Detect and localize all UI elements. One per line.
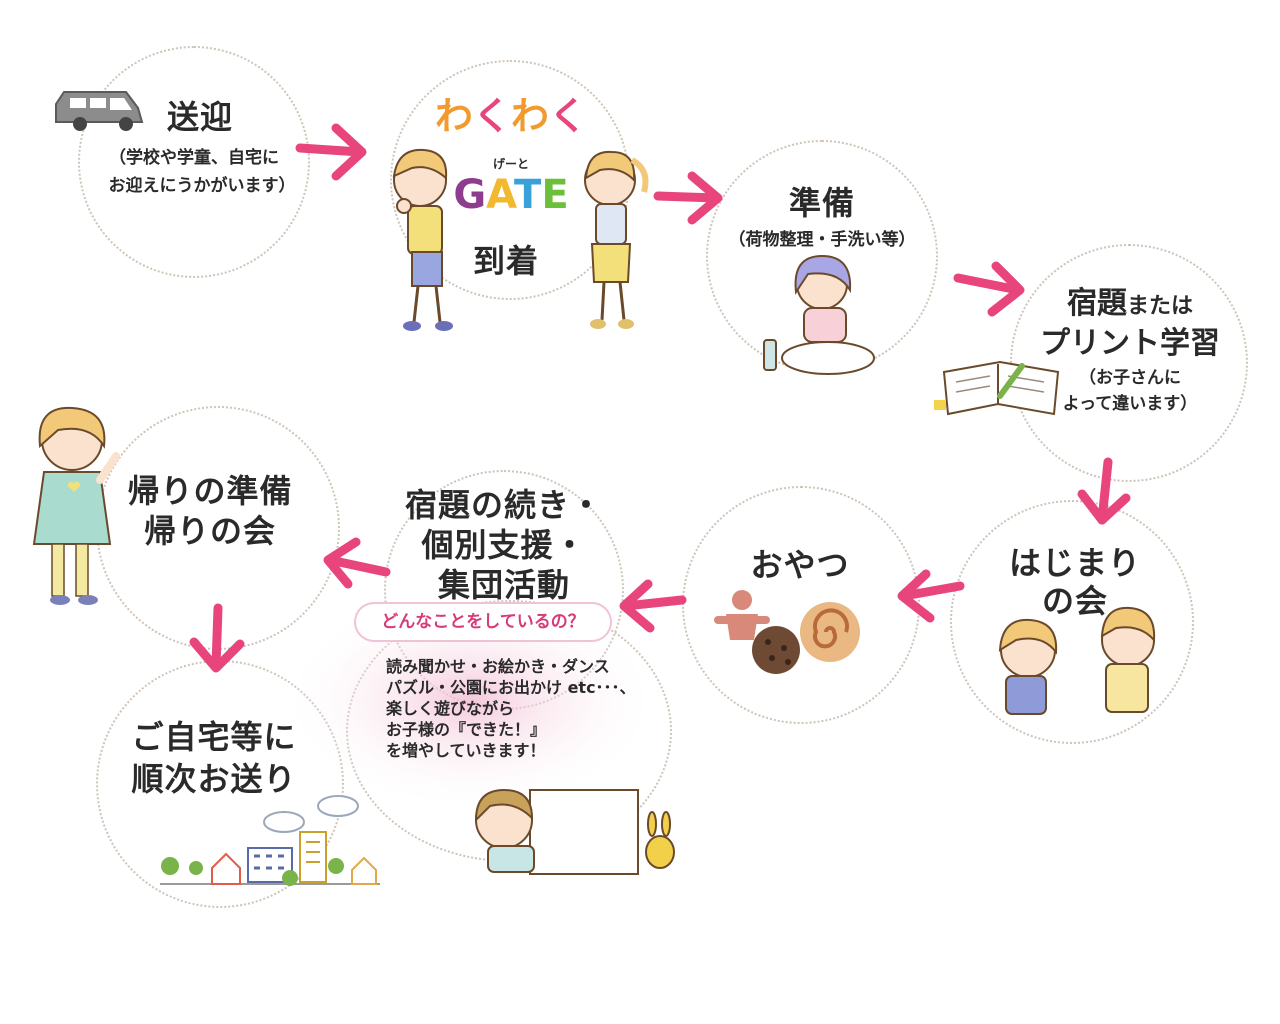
boy-character-icon: [392, 148, 453, 331]
activities-description: 読み聞かせ・お絵かき・ダンス パズル・公園にお出かけ etc･･･、 楽しく遊び…: [386, 656, 636, 761]
activities-line1: 宿題の続き・: [404, 486, 603, 524]
logo-gate-char: E: [541, 172, 569, 218]
logo-gate-char: T: [514, 172, 542, 218]
activities-question-bubble: どんなことをしているの？: [356, 604, 610, 640]
activities-desc-line: パズル・公園にお出かけ etc･･･、: [386, 678, 636, 697]
child-with-board-icon: [474, 788, 675, 875]
swirl-bread-icon: [800, 602, 860, 662]
snacks-icon: [714, 590, 860, 674]
logo-waku-char: わ: [511, 94, 550, 138]
opening-line2: の会: [1041, 582, 1108, 620]
cookie-icon: [752, 626, 800, 674]
girl-character-icon: [584, 150, 649, 329]
logo-gate-char: G: [453, 172, 487, 218]
logo-gate-char: A: [486, 172, 515, 218]
homework-title: 宿題または: [1030, 286, 1230, 325]
homework-sub-line1: （お子さんに: [1079, 368, 1181, 388]
logo-waku-char: く: [472, 94, 511, 138]
opening-line1: はじまり: [1008, 544, 1141, 582]
pickup-sub-line2: お迎えにうかがいます）: [108, 176, 296, 196]
car-icon: [55, 91, 144, 131]
arrow-right-icon: [295, 123, 367, 181]
homework-sub-line2: よって違います）: [1062, 394, 1198, 414]
activities-question: どんなことをしているの？: [381, 612, 585, 632]
activities-desc-line: を増やしていきます！: [386, 741, 546, 760]
logo-waku-char: わ: [434, 94, 473, 138]
notebook-icon: [934, 360, 1060, 416]
activities-line3: 集団活動: [437, 566, 570, 604]
arrow-right-icon: [953, 261, 1025, 317]
prep-title: 準備: [788, 184, 855, 222]
activities-desc-line: 楽しく遊びながら: [386, 699, 515, 718]
logo-waku-char: く: [549, 94, 588, 138]
going-home-line1: 帰りの準備: [127, 472, 293, 510]
circle-opening: [950, 500, 1194, 744]
gingerbread-icon: [714, 590, 770, 640]
arrow-left-icon: [619, 579, 687, 633]
activities-line2: 個別支援・: [421, 526, 587, 564]
activities-desc-line: お子様の『できた！』: [386, 720, 547, 739]
homework-title-line2: プリント学習: [1040, 326, 1220, 361]
arrow-right-icon: [653, 171, 723, 225]
activities-desc-line: 読み聞かせ・お絵かき・ダンス: [386, 657, 610, 676]
kids-waving-icon: [998, 606, 1156, 715]
prep-sub: （荷物整理・手洗い等）: [728, 230, 916, 250]
logo-reading: げーと: [492, 157, 529, 171]
pink-glow: [280, 590, 660, 810]
waving-girl-icon: [32, 406, 120, 605]
homework-title-main: 宿題: [1066, 286, 1127, 321]
circle-pickup: [78, 46, 310, 278]
going-home-line2: 帰りの会: [143, 512, 276, 550]
handwashing-girl-icon: [763, 254, 875, 375]
arrow-down-icon: [189, 603, 245, 673]
snack-title: おやつ: [750, 546, 850, 584]
pickup-title: 送迎: [166, 98, 233, 136]
dropoff-line1: ご自宅等に: [131, 718, 297, 756]
rabbit-icon: [645, 811, 675, 869]
cloud-icon: [263, 795, 359, 833]
arrow-down-icon: [1077, 457, 1131, 525]
town-icon: [160, 795, 380, 886]
wakuwaku-gate-logo: わくわく げーと GATE: [426, 94, 596, 218]
dropoff-line2: 順次お送り: [131, 760, 297, 798]
arrow-left-icon: [323, 537, 391, 589]
homework-title-or: または: [1126, 294, 1193, 319]
arrival-title: 到着: [472, 242, 539, 280]
arrow-left-icon: [897, 569, 965, 623]
pickup-sub-line1: （学校や学童、自宅に: [109, 148, 279, 168]
